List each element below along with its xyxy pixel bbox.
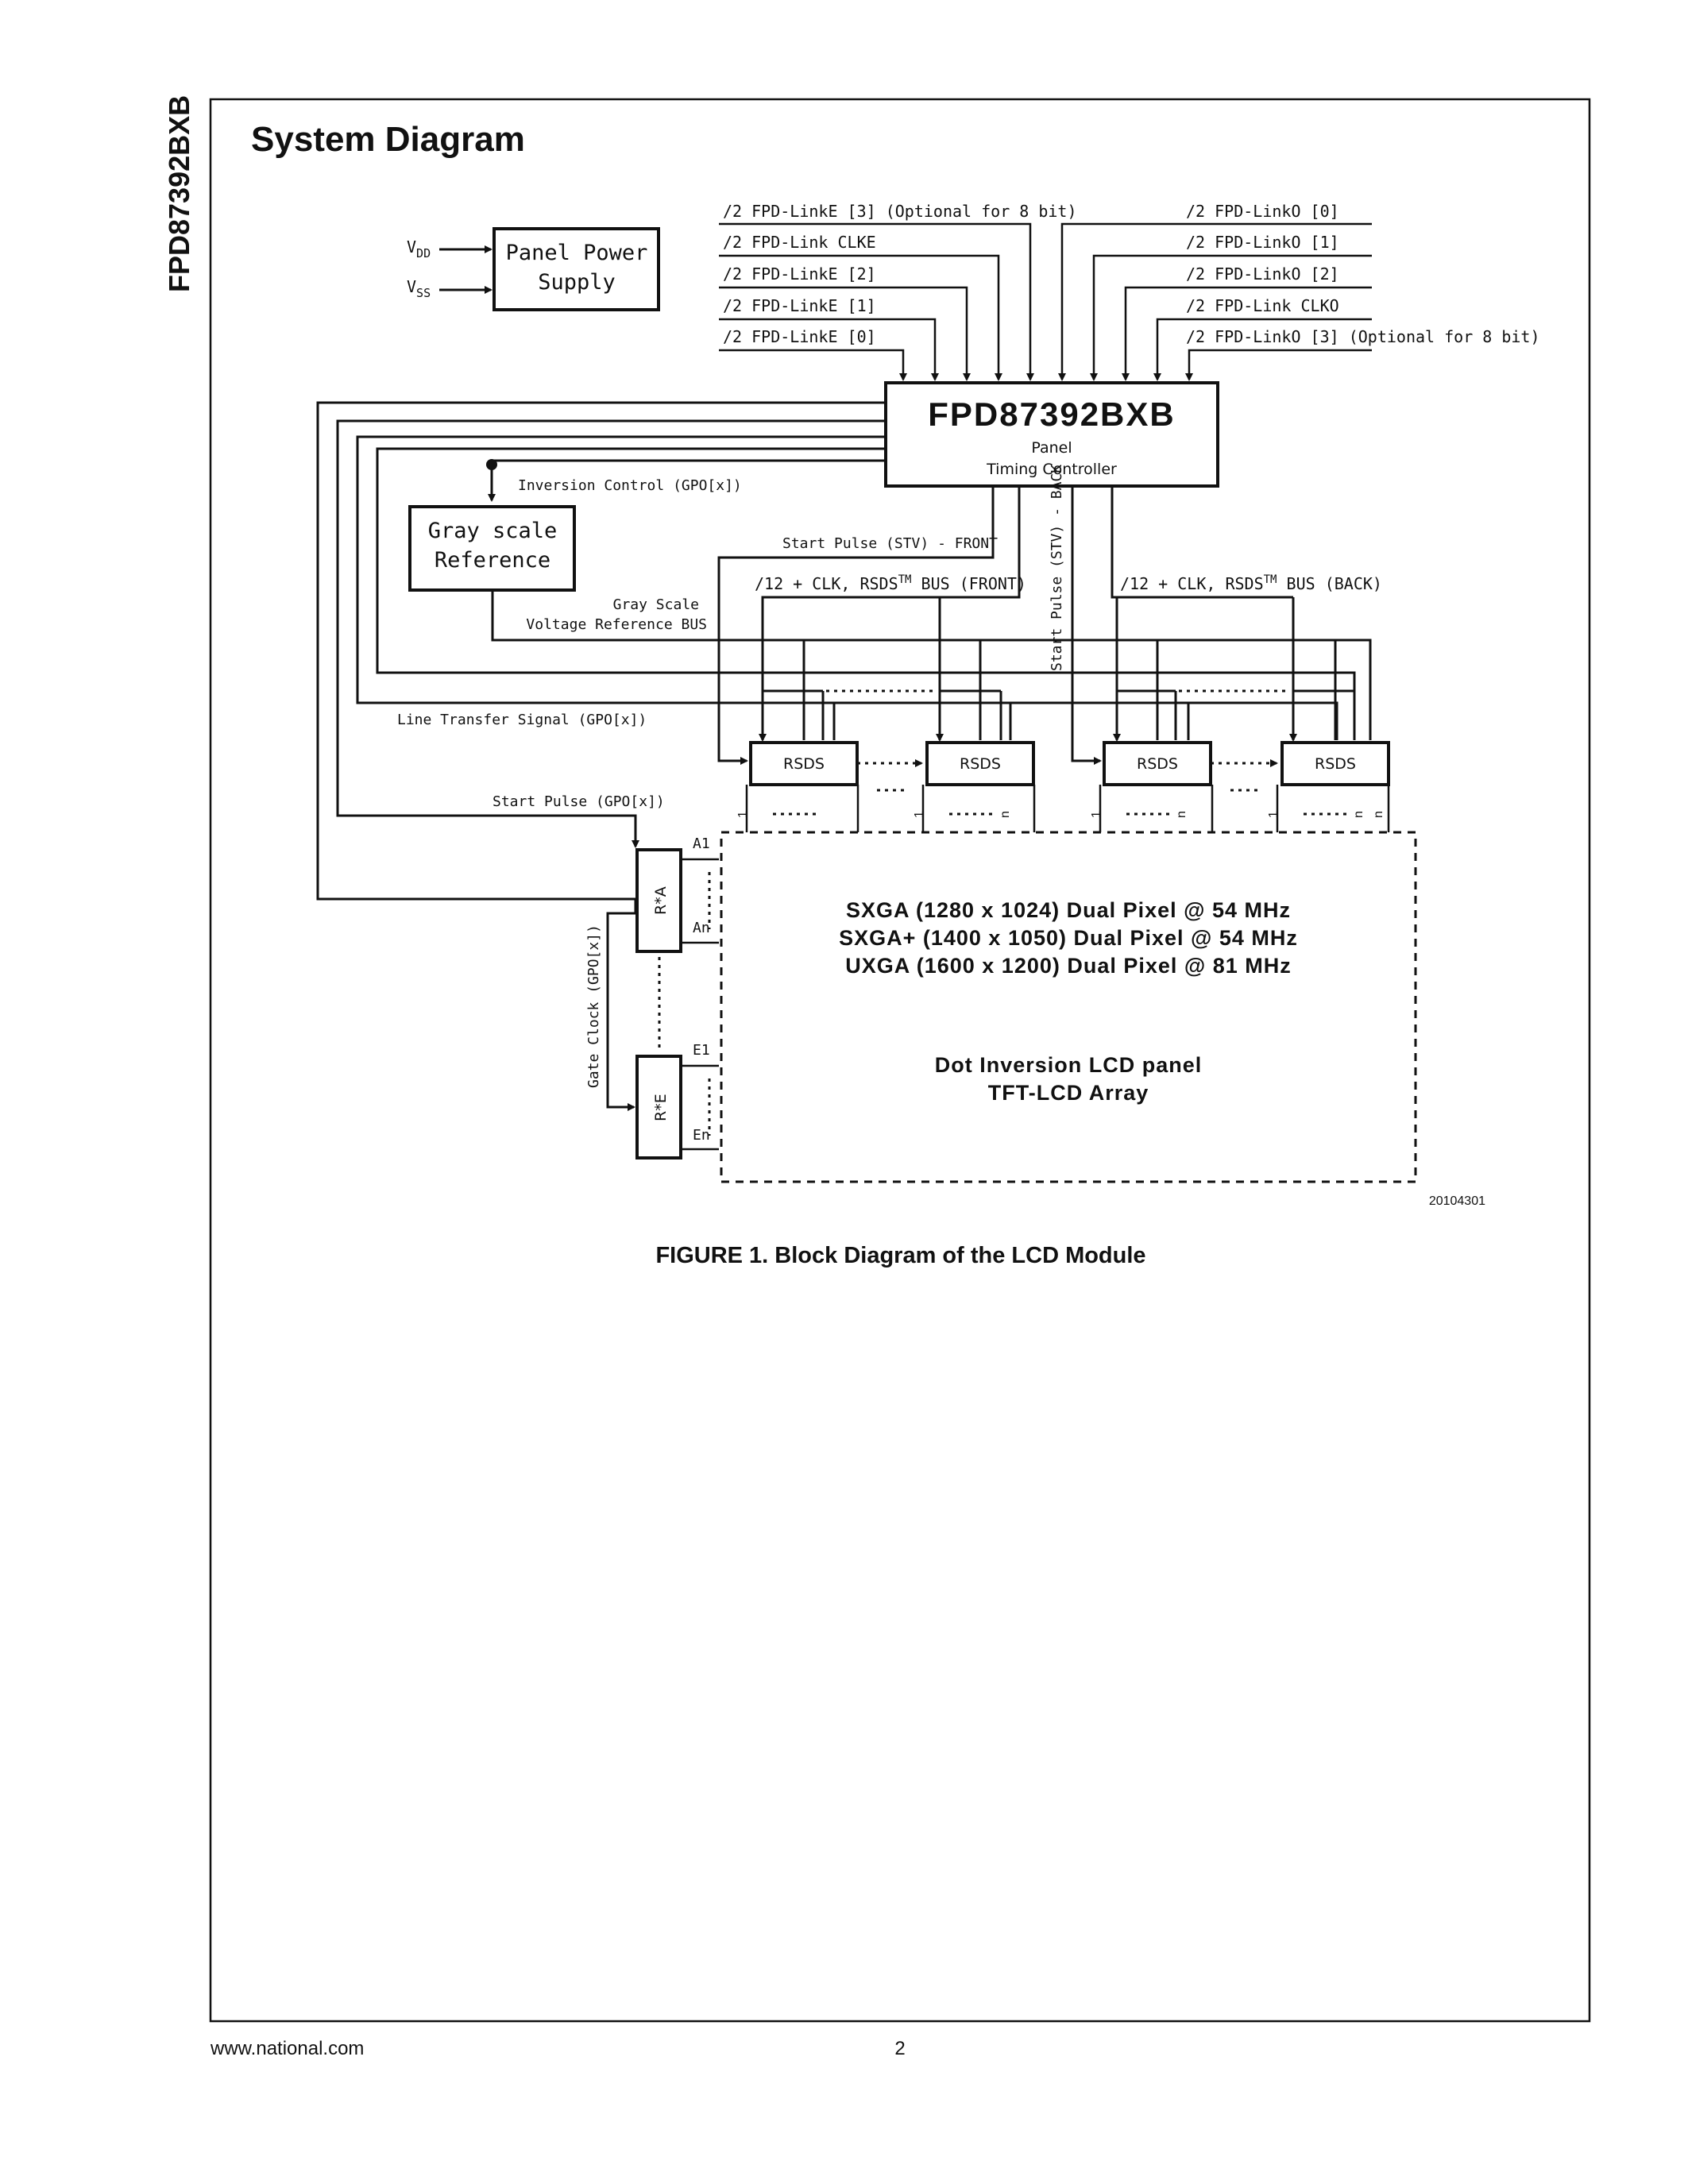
bus-back-suffix: BUS (BACK) [1277, 574, 1381, 593]
column-first-label: 1 [736, 811, 750, 818]
start-pulse-label: Start Pulse (GPO[x]) [492, 793, 665, 810]
rsds-label: RSDS [1137, 755, 1178, 773]
row-driver-e-label: R*E [652, 1094, 670, 1121]
page-number: 2 [894, 2038, 905, 2059]
bus-front-suffix: BUS (FRONT) [911, 574, 1026, 593]
lcd-panel-outline [720, 831, 1417, 1183]
gray-scale-line1: Gray scale [428, 519, 558, 543]
input-labels-left: /2 FPD-LinkE [3] (Optional for 8 bit) /2… [723, 202, 1077, 346]
input-label-left: /2 FPD-Link CLKE [723, 233, 876, 252]
rsds-driver [1103, 741, 1212, 786]
input-label-left: /2 FPD-LinkE [0] [723, 327, 876, 346]
row-driver-column: Start Pulse (GPO[x]) R*A R*E Gate Clock … [492, 793, 719, 1160]
svg-text:/12 + CLK, RSDSTM BUS (BACK): /12 + CLK, RSDSTM BUS (BACK) [1120, 573, 1382, 593]
row-label-an: An [693, 920, 710, 936]
timing-controller-block: FPD87392BXB Panel Timing Controller [884, 381, 1219, 488]
input-label-right: /2 FPD-LinkO [0] [1186, 202, 1339, 221]
power-supply-block: VDD VSS Panel Power Supply [407, 227, 660, 311]
input-label-left: /2 FPD-LinkE [1] [723, 296, 876, 315]
column-first-label: 1 [913, 811, 926, 818]
input-label-right: /2 FPD-LinkO [1] [1186, 233, 1339, 252]
input-labels-right: /2 FPD-LinkO [0] /2 FPD-LinkO [1] /2 FPD… [1186, 202, 1540, 346]
bus-front-tm: TM [898, 573, 912, 586]
column-last-label: n [1352, 811, 1365, 818]
input-label-left: /2 FPD-LinkE [2] [723, 264, 876, 284]
rsds-label: RSDS [1315, 755, 1356, 773]
rsds-driver [1280, 741, 1390, 786]
rsds-label: RSDS [783, 755, 825, 773]
rsds-driver-row: RSDS RSDS RSDS RSDS 1 n 1 n 1 n 1 n [736, 741, 1390, 832]
column-first-label: 1 [1090, 811, 1103, 818]
controller-name: FPD87392BXB [928, 396, 1175, 433]
side-title: FPD87392BXB [163, 95, 195, 292]
gate-clock-label: Gate Clock (GPO[x]) [585, 924, 602, 1088]
vss-label: V [407, 277, 416, 296]
gray-bus-label2: Voltage Reference BUS [526, 616, 707, 633]
section-title: System Diagram [251, 120, 525, 159]
controller-sub2: Timing Controller [986, 461, 1117, 478]
stv-front-label: Start Pulse (STV) - FRONT [782, 535, 998, 552]
row-label-en: En [693, 1127, 710, 1144]
page-frame [209, 98, 1591, 2023]
column-signal-buses: Start Pulse (STV) - FRONT Start Pulse (S… [397, 465, 1382, 765]
rsds-driver [925, 741, 1035, 786]
figure-id: 20104301 [1429, 1194, 1485, 1208]
gray-scale-reference-box [408, 505, 576, 592]
input-lines-right [1058, 222, 1372, 381]
power-supply-line2: Supply [538, 270, 616, 295]
column-first-label: 1 [1267, 811, 1280, 818]
panel-line-sxga: SXGA (1280 x 1024) Dual Pixel @ 54 MHz [846, 898, 1291, 922]
vss-subscript: SS [416, 286, 431, 300]
bus-back-tm: TM [1264, 573, 1277, 586]
row-driver-e [635, 1055, 682, 1160]
svg-text:VDD: VDD [407, 237, 431, 260]
svg-text:/12 + CLK, RSDSTM BUS (FRONT): /12 + CLK, RSDSTM BUS (FRONT) [755, 573, 1026, 593]
gray-bus-label1: Gray Scale [613, 596, 699, 613]
input-label-right: /2 FPD-LinkO [3] (Optional for 8 bit) [1186, 327, 1540, 346]
stv-back-label: Start Pulse (STV) - BACK [1049, 465, 1065, 671]
row-label-a1: A1 [693, 835, 710, 852]
vdd-subscript: DD [416, 246, 431, 260]
rsds-label: RSDS [960, 755, 1001, 773]
panel-line-dot-inversion: Dot Inversion LCD panel [935, 1053, 1203, 1077]
line-transfer-label: Line Transfer Signal (GPO[x]) [397, 712, 647, 728]
column-last-label: n [1175, 811, 1188, 818]
vdd-label: V [407, 237, 416, 257]
bus-back-label: /12 + CLK, RSDS [1120, 574, 1264, 593]
controller-sub1: Panel [1031, 439, 1072, 457]
gray-scale-line2: Reference [435, 548, 550, 573]
svg-text:VSS: VSS [407, 277, 431, 300]
column-last-label: n [1372, 811, 1385, 818]
input-label-right: /2 FPD-Link CLKO [1186, 296, 1339, 315]
row-driver-a-label: R*A [652, 886, 670, 915]
figure-caption: FIGURE 1. Block Diagram of the LCD Modul… [655, 1243, 1145, 1268]
panel-line-tft: TFT-LCD Array [988, 1081, 1149, 1105]
input-label-left: /2 FPD-LinkE [3] (Optional for 8 bit) [723, 202, 1077, 221]
inversion-control-label: Inversion Control (GPO[x]) [518, 477, 742, 494]
power-supply-box [492, 227, 660, 311]
timing-controller-box [884, 381, 1219, 488]
footer-url: www.national.com [210, 2038, 364, 2059]
column-last-label: n [999, 811, 1012, 818]
gray-scale-reference-block: Inversion Control (GPO[x]) Gray scale Re… [408, 477, 1372, 740]
power-supply-line1: Panel Power [506, 241, 648, 265]
lcd-panel: SXGA (1280 x 1024) Dual Pixel @ 54 MHz S… [720, 831, 1417, 1183]
bus-front-label: /12 + CLK, RSDS [755, 574, 898, 593]
panel-line-uxga: UXGA (1600 x 1200) Dual Pixel @ 81 MHz [845, 954, 1292, 978]
input-lines-left [719, 222, 1034, 381]
panel-line-sxga-plus: SXGA+ (1400 x 1050) Dual Pixel @ 54 MHz [839, 926, 1298, 950]
input-label-right: /2 FPD-LinkO [2] [1186, 264, 1339, 284]
row-driver-a [635, 848, 682, 953]
row-label-e1: E1 [693, 1042, 710, 1059]
